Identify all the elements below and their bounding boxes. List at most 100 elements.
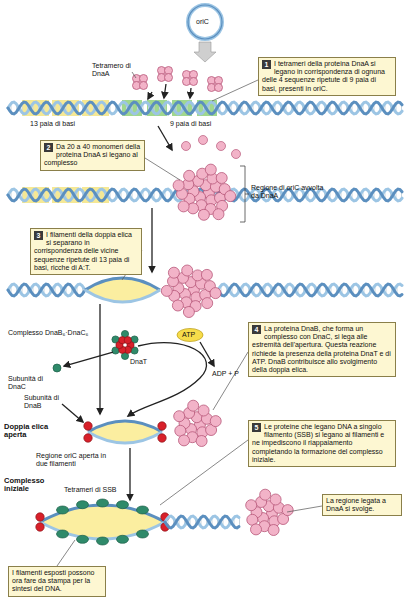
leader-line — [213, 352, 248, 410]
callout-box: 2Da 20 a 40 monomeri della proteina DnaA… — [40, 140, 145, 171]
callout-box: 5Le proteine che legano DNA a singolo fi… — [248, 420, 396, 467]
part-label: Complesso DnaB₆·DnaC₆ — [8, 329, 88, 337]
dnaa-monomer — [210, 416, 221, 427]
callout-text: La proteina DnaB, che forma un complesso… — [252, 325, 391, 373]
stage-title: Complesso iniziale — [4, 477, 54, 493]
callout-box: 4La proteina DnaB, che forma un compless… — [248, 322, 396, 377]
dnaa-monomer — [182, 265, 193, 276]
process-arrow — [62, 404, 83, 422]
callout-number: 3 — [34, 231, 43, 240]
open-region — [40, 505, 165, 539]
dnab-subunit — [158, 434, 166, 442]
callout-number: 4 — [252, 325, 261, 334]
dna-strand — [8, 102, 402, 114]
dnaa-monomer — [201, 269, 212, 280]
process-arrow — [128, 343, 207, 416]
dnaa-monomer — [179, 435, 190, 446]
dna-strand — [218, 284, 402, 296]
ssb-tetramer — [77, 535, 89, 543]
dnaa-monomer — [174, 411, 185, 422]
callout-text: Da 20 a 40 monomeri della proteina DnaA … — [44, 143, 140, 166]
dna-strand — [88, 432, 162, 443]
dnab-subunit — [36, 513, 44, 521]
dnab-subunit — [84, 422, 92, 430]
dnaa-monomer — [268, 525, 279, 536]
process-arrow — [190, 88, 191, 98]
open-region — [85, 278, 160, 302]
ssb-tetramer — [97, 537, 109, 545]
process-arrow — [158, 126, 172, 150]
dnaa-monomer — [246, 500, 257, 511]
ssb-tetramer — [137, 506, 149, 514]
dnaa-monomer — [270, 494, 281, 505]
dnaa-monomer — [251, 524, 262, 535]
ssb-tetramer — [57, 506, 69, 514]
dnab-subunit — [158, 422, 166, 430]
callout-text: Le proteine che legano DNA a singolo fil… — [252, 423, 384, 463]
dnaa-monomer — [217, 142, 226, 151]
dna-strand — [8, 102, 402, 114]
dnaa-monomer — [213, 209, 224, 220]
callout-number: 1 — [262, 60, 271, 69]
process-arrow — [164, 84, 166, 98]
process-arrow — [129, 448, 130, 500]
process-arrow — [148, 92, 152, 99]
dnaa-monomer — [161, 285, 172, 296]
dnaa-monomer — [188, 400, 199, 411]
ssb-tetramer — [117, 535, 129, 543]
stage-title: Doppia elica aperta — [4, 423, 54, 439]
ssb-tetramer — [77, 501, 89, 509]
process-arrow — [151, 208, 152, 272]
atp-molecule — [177, 329, 203, 342]
dnaa-monomer — [183, 307, 194, 318]
dnaa-monomer — [182, 142, 191, 151]
callout-box: 3I filamenti della doppia elica si separ… — [30, 228, 142, 275]
dnaa-monomer — [210, 288, 221, 299]
dnaa-tetramer — [140, 82, 148, 90]
plasmid-dna — [188, 5, 222, 39]
dnaa-monomer — [199, 136, 208, 145]
dnaa-monomer — [172, 300, 183, 311]
dna-strand — [40, 522, 165, 539]
dnaa-monomer — [232, 150, 241, 159]
leader-line — [57, 540, 75, 566]
part-label: ADP + P — [212, 370, 239, 378]
callout-text: I filamenti della doppia elica si separa… — [34, 231, 132, 271]
leader-line — [212, 80, 258, 101]
dnaa-monomer — [198, 405, 209, 416]
leader-line — [132, 72, 136, 78]
part-label: Tetramero di DnaA — [92, 62, 134, 78]
dnaa-monomer — [168, 267, 179, 278]
part-label: ATP — [182, 331, 195, 339]
dnaa-monomer — [178, 201, 189, 212]
dnaa-monomer — [282, 505, 293, 516]
ssb-tetramer — [117, 501, 129, 509]
dnaa-tetramer — [190, 78, 198, 86]
dna-strand — [218, 284, 402, 296]
dnaa-monomer — [205, 164, 216, 175]
part-label: Tetrameri di SSB — [64, 486, 117, 494]
ssb-tetramer — [97, 499, 109, 507]
dna-strand — [88, 421, 162, 432]
dnaa-monomer — [216, 173, 227, 184]
leader-line — [145, 158, 180, 180]
callout-number: 5 — [252, 423, 261, 432]
callout-box: 1I tetrameri della proteina DnaA si lega… — [258, 57, 396, 96]
dna-strand — [40, 505, 165, 522]
callout-text: La regione legata a DnaA si svolge. — [326, 497, 386, 512]
part-label: DnaT — [130, 358, 147, 366]
part-label: Regione oriC aperta in due filamenti — [36, 452, 116, 468]
dnab-subunit — [36, 523, 44, 531]
dnaa-monomer — [184, 170, 195, 181]
dna-strand — [165, 516, 239, 528]
dnaa-monomer — [196, 436, 207, 447]
dnaa-monomer — [225, 191, 236, 202]
dnab-subunit — [124, 337, 131, 344]
block-arrow — [194, 42, 216, 62]
dnaa-monomer — [173, 180, 184, 191]
note-box: La regione legata a DnaA si svolge. — [322, 494, 402, 516]
ssb-tetramer — [137, 530, 149, 538]
dnaa-tetramer — [165, 74, 173, 82]
base-pair — [239, 518, 240, 526]
